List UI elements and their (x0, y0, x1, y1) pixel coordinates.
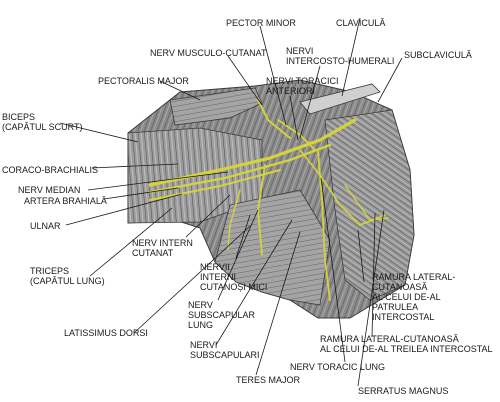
chest-wall (324, 109, 415, 301)
leader-lines (59, 17, 403, 387)
label-latissimus-dorsi: LATISSIMUS DORSI (64, 328, 148, 338)
label-subclavicula: SUBCLAVICULĂ (404, 50, 472, 60)
label-biceps: BICEPS (CAPĂTUL SCURT) (2, 112, 83, 132)
label-nervi-subscapulari: NERVI SUBSCAPULARI (190, 340, 260, 360)
label-nerv-musculo-cutanat: NERV MUSCULO-CUTANAT (150, 48, 267, 58)
label-nervi-toracici-anteriori: NERVI TORACICI ANTERIORI (266, 76, 339, 96)
label-pectoralis-major: PECTORALIS MAJOR (98, 76, 189, 86)
label-teres-major: TERES MAJOR (236, 375, 301, 385)
pectoralis-flap (169, 87, 263, 126)
nerve-musculocutaneous (257, 99, 291, 139)
label-coraco-brachialis: CORACO-BRACHIALIS (2, 165, 99, 175)
label-artera-brahiala: ARTERA BRAHIALĂ (24, 196, 107, 206)
nerve-median (148, 143, 332, 194)
nerve-thoracic-anterior (277, 119, 316, 151)
nerve-main-bundle (148, 118, 357, 187)
label-nerv-subscapular-lung: NERV SUBSCAPULAR LUNG (188, 300, 256, 330)
label-ramura-lateral-cutanoasa-treilea: RAMURA LATERAL-CUTANOASĂ AL CELUI DE-AL … (320, 334, 493, 354)
label-ulnar: ULNAR (30, 221, 61, 231)
label-serratus-magnus: SERRATUS MAGNUS (358, 386, 449, 396)
nerve-small-cutaneous (227, 189, 241, 251)
label-nerv-median: NERV MEDIAN (18, 185, 81, 195)
label-ramura-lateral-cutanoasa-patrulea: RAMURA LATERAL- CUTANOASĂ AL CELUI DE-AL… (372, 272, 456, 322)
label-triceps: TRICEPS (CAPĂTUL LUNG) (30, 266, 105, 286)
nerve-intercosto-humeral (299, 149, 386, 226)
nerve-cutaneous-lateral (344, 184, 389, 221)
nerves (148, 99, 389, 301)
nerve-long-thoracic (317, 149, 331, 301)
label-clavicula: CLAVICULĂ (336, 18, 386, 28)
label-nerv-intern-cutanat: NERV INTERN CUTANAT (132, 238, 193, 258)
label-nervi-intercosto-humerali: NERVI INTERCOSTO-HUMERALI (286, 46, 395, 66)
nerve-ulnar (149, 169, 281, 201)
clavicle (299, 83, 381, 115)
scapular-muscles (214, 189, 331, 306)
label-pector-minor: PECTOR MINOR (226, 18, 296, 28)
label-nervii-interni-cutanosi-mici: NERVII INTERNI CUTANOȘI MICI (200, 262, 268, 292)
label-nerv-toracic-lung: NERV TORACIC LUNG (290, 362, 386, 372)
